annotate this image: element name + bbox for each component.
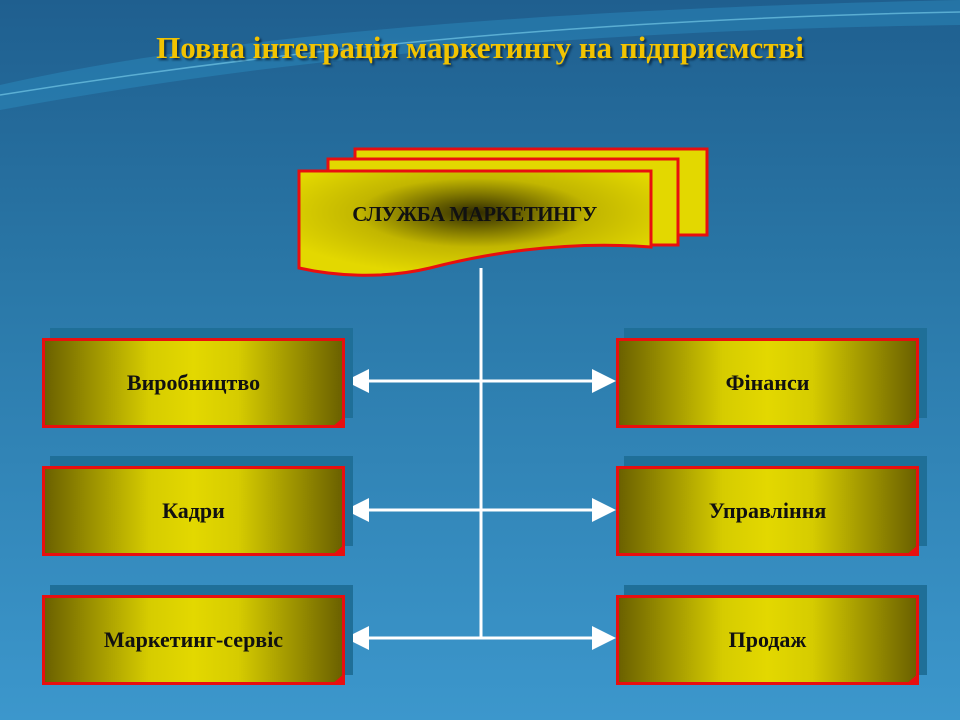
background-wave (0, 0, 960, 110)
box-finance: Фінанси (616, 328, 927, 428)
marketing-service-card (297, 169, 653, 277)
box-sales: Продаж (616, 585, 927, 685)
box-production: Виробництво (42, 328, 353, 428)
box-marketing-service: Маркетинг-сервіс (42, 585, 353, 685)
box-personnel: Кадри (42, 456, 353, 556)
slide-title: Повна інтеграція маркетингу на підприємс… (156, 30, 804, 65)
marketing-service-label: СЛУЖБА МАРКЕТИНГУ (352, 202, 597, 226)
box-management: Управління (616, 456, 927, 556)
